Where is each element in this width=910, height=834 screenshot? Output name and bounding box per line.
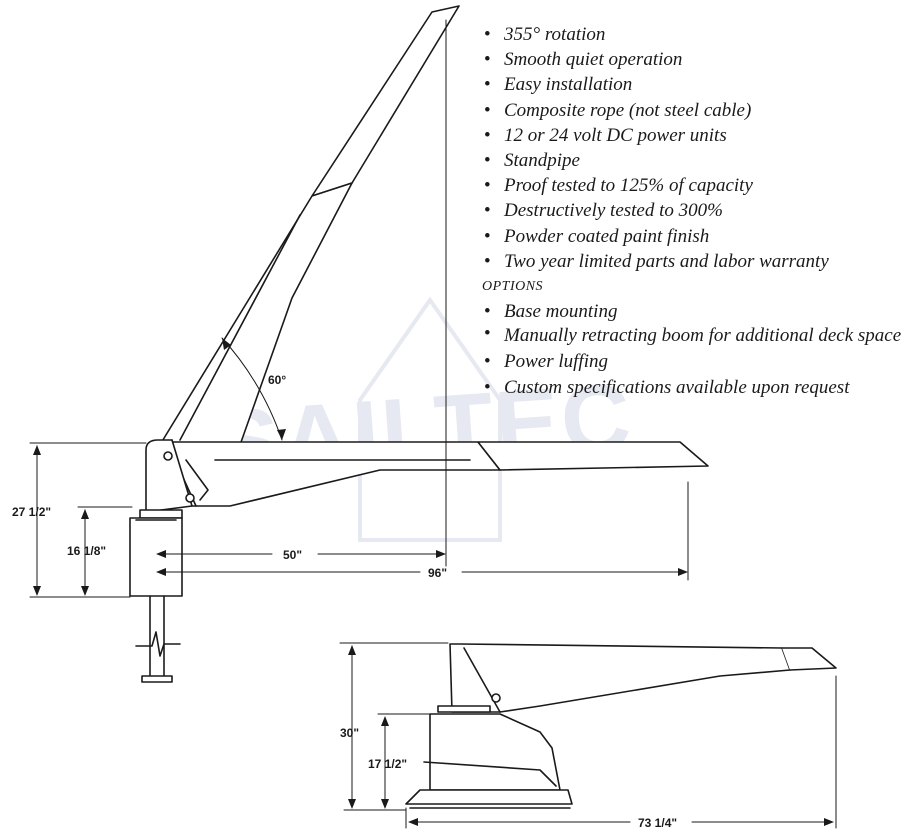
feature-item: Smooth quiet operation <box>482 47 902 72</box>
arrowheads <box>33 338 834 826</box>
feature-item: 12 or 24 volt DC power units <box>482 123 902 148</box>
feature-list: 355° rotation Smooth quiet operation Eas… <box>482 22 902 400</box>
option-item: Base mounting <box>482 299 902 324</box>
overall-height-label: 27 1/2" <box>12 505 51 519</box>
base-mount-view <box>405 643 837 809</box>
base-pedestal-height-label: 17 1/2" <box>368 757 407 771</box>
feature-item: Easy installation <box>482 72 902 97</box>
options-heading: OPTIONS <box>482 279 544 295</box>
option-item: Power luffing <box>482 349 902 374</box>
base-dimension-lines <box>339 642 837 829</box>
option-item: Manually retracting boom for additional … <box>482 324 902 349</box>
side-dimension-lines <box>29 19 689 598</box>
feature-item: Two year limited parts and labor warrant… <box>482 249 902 274</box>
raised-boom <box>157 5 460 463</box>
option-item: Custom specifications available upon req… <box>482 375 902 400</box>
angle-label: 60° <box>268 373 286 387</box>
extended-reach-label: 96" <box>428 566 447 580</box>
dimension-labels: 60° 27 1/2" 16 1/8" 50" 96" 30" 17 1/2" … <box>12 373 677 830</box>
retracted-reach-label: 50" <box>283 548 302 562</box>
feature-item: 355° rotation <box>482 22 902 47</box>
standpipe <box>129 517 183 683</box>
feature-item: Proof tested to 125% of capacity <box>482 173 902 198</box>
base-length-label: 73 1/4" <box>638 816 677 830</box>
base-height-label: 30" <box>340 726 359 740</box>
feature-item: Destructively tested to 300% <box>482 198 902 223</box>
feature-item: Powder coated paint finish <box>482 224 902 249</box>
feature-item: Composite rope (not steel cable) <box>482 98 902 123</box>
feature-item: Standpipe <box>482 148 902 173</box>
standpipe-height-label: 16 1/8" <box>67 544 106 558</box>
